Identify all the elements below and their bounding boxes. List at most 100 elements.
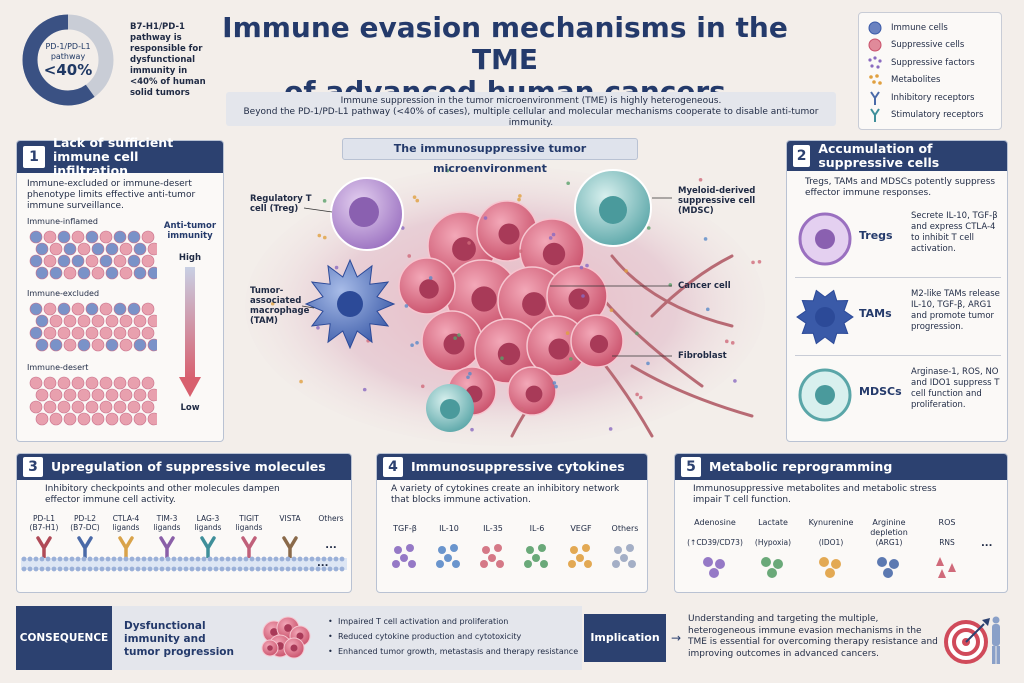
molecule-sub: (B7-DC) [70,523,100,532]
tme-title: The immunosuppressive tumor microenviron… [393,142,587,175]
legend-item: Suppressive cells [867,37,993,55]
suppressive-factor-icon [868,56,882,69]
panel-4-title: Immunosuppressive cytokines [411,459,625,474]
metabolite-icon [936,557,956,578]
inhibitory-receptor-icon [870,91,880,105]
suppressive-cell-icon [868,38,882,52]
panel-1-row-desert: Immune-desert [27,363,89,372]
molecule-name: LAG-3 [196,514,220,523]
cell-membrane [21,556,347,572]
desert-cell-cluster [29,376,157,426]
molecule-name: CTLA-4 [112,514,140,523]
cytokine-icon [612,544,636,568]
metabolite-name: ROS [938,518,956,527]
panel-5-title: Metabolic reprogramming [709,459,893,474]
metabolite-sub: (↑CD39/CD73) [687,538,743,547]
consequence-bullet: •Enhanced tumor growth, metastasis and t… [328,644,582,659]
panel-5-number: 5 [681,457,701,477]
donut-label-2: pathway [50,52,86,61]
panel-metabolic: 5 Metabolic reprogramming Immunosuppress… [674,453,1008,593]
bullet-icon: • [328,617,333,626]
cytokine-icon [524,544,548,568]
panel-1-number: 1 [23,146,45,168]
legend-label: Metabolites [891,75,941,86]
panel-5-header: 5 Metabolic reprogramming [675,454,1007,480]
donut-caption-line: immunity in [130,66,188,76]
metabolite-name: Arginine depletion [870,518,908,537]
donut-caption-line: <40% of human [130,77,206,87]
mdsc-cell [574,169,652,247]
consequence-bullet: • Impaired T cell activation and prolifer… [328,614,582,629]
target-icon [944,616,1000,664]
consequence-bullets: • Impaired T cell activation and prolifer… [328,614,582,659]
consequence-bullet-text: Enhanced tumor growth, metastasis and th… [338,647,579,656]
cytokine-icon [568,544,592,568]
molecule-sub: ligands [112,523,140,532]
molecule-name: PD-L1 [33,514,55,523]
donut-label-1: PD-1/PD-L1 [45,42,91,51]
metabolite-sub: (Hypoxia) [754,538,792,547]
title-line-1: Immune evasion mechanisms in the TME [222,11,788,76]
metabolite-name: Adenosine [694,518,736,527]
bullet-icon: • [328,632,333,641]
label-cancer-cell: Cancer cell [678,281,731,291]
panel-2-item-text: Arginase-1, ROS, NO and IDO1 suppress T … [911,367,1000,410]
panel-1-header: 1 Lack of sufficient immune cell infiltr… [17,136,223,178]
panel-1-row-inflamed: Immune-inflamed [27,217,98,226]
panel-2-header: 2 Accumulation of suppressive cells [787,141,1007,171]
legend-item: Suppressive factors [867,54,993,72]
tam-cell [304,258,396,350]
donut-caption-line: pathway is [130,33,182,43]
legend-label: Suppressive cells [891,40,965,51]
immunity-gradient-arrow [179,267,201,397]
metabolite-icon [703,557,725,578]
subtitle-box: Immune suppression in the tumor microenv… [226,92,836,128]
donut-ring [22,14,114,106]
panel-2-number: 2 [793,145,811,167]
cytokine-icon [436,544,460,568]
implication-label: Implication [584,614,666,662]
donut-caption-line: solid tumors [130,88,190,98]
panel-2-item-name: MDSCs [859,385,902,398]
donut-value: <40% [43,61,93,79]
panel-lack-of-infiltration: 1 Lack of sufficient immune cell infiltr… [16,136,224,442]
metabolite-icon [761,557,783,578]
legend-label: Immune cells [891,22,948,33]
panel-4-number: 4 [383,457,403,477]
implication-arrow-icon: → [670,631,682,645]
ellipsis-icon: ... [981,538,993,549]
legend-label: Inhibitory receptors [891,92,975,103]
panel-suppressive-molecules: 3 Upregulation of suppressive molecules … [16,453,352,593]
panel-2-title: Accumulation of suppressive cells [818,141,940,170]
legend-label: Suppressive factors [891,57,975,68]
molecule-sub: ligands [194,523,222,532]
consequence-bar: CONSEQUENCE Dysfunctional immunity and t… [16,606,1008,670]
molecule-name: Others [318,514,344,523]
metabolite-sub: (ARG1) [875,538,903,547]
ellipsis-icon: ... [317,558,329,569]
metabolite-icon [869,74,882,86]
immunity-scale-title: Anti-tumor immunity [163,221,217,241]
molecule-name: PD-L2 [74,514,96,523]
legend-label: Stimulatory receptors [891,110,984,121]
legend-item: Immune cells [867,19,993,37]
tme-illustration-graphic [245,166,765,446]
tme-illustration: The immunosuppressive tumor microenviron… [232,136,778,448]
cytokine-icon [392,544,416,568]
excluded-cell-cluster [29,302,157,352]
dysfunction-title: Dysfunctional immunity and tumor progres… [124,620,234,658]
stimulatory-receptor-icon [870,108,880,123]
main-title: Immune evasion mechanisms in the TME of … [215,12,795,108]
panel-2-divider [795,355,1001,356]
cytokine-name: Others [611,524,639,533]
metabolite-icon [877,557,899,578]
panel-suppressive-cells: 2 Accumulation of suppressive cells Treg… [786,140,1008,442]
label-mdsc: Myeloid-derived suppressive cell (MDSC) [678,186,756,216]
metabolite-name: Kynurenine [808,518,854,527]
tme-title-box: The immunosuppressive tumor microenviron… [342,138,638,175]
metabolite-icon [819,557,841,578]
small-mdsc-cell [426,384,474,432]
panel-3-desc: Inhibitory checkpoints and other molecul… [45,484,280,505]
consequence-bullet-text: Impaired T cell activation and prolifera… [338,617,509,626]
panel-2-item-name: TAMs [859,307,892,320]
